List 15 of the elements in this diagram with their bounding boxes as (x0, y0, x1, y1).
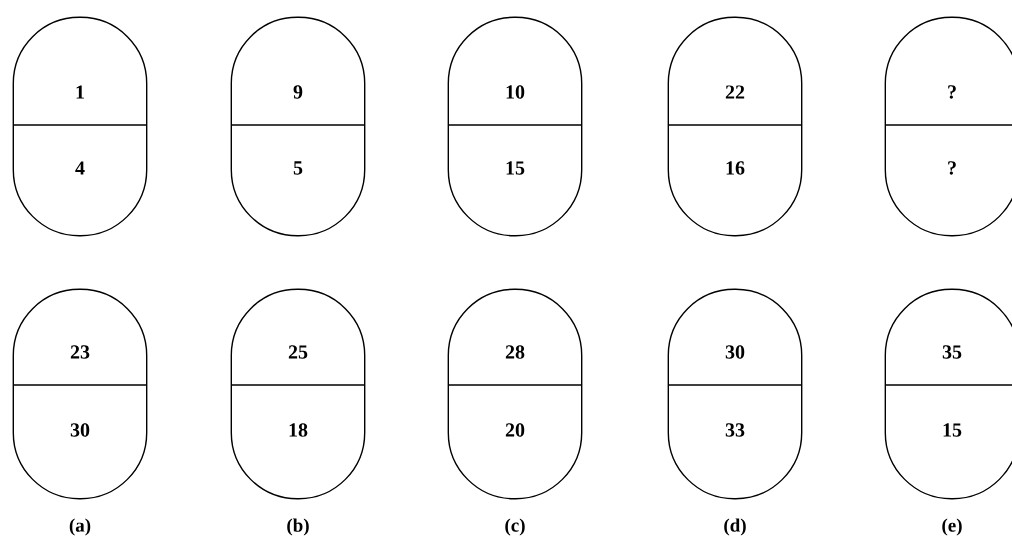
capsule: 23 30 (12, 288, 148, 500)
panel-label: (e) (942, 518, 962, 536)
capsule: 10 15 (447, 16, 583, 237)
capsule: 1 4 (12, 16, 148, 237)
panel-label: (b) (287, 518, 309, 536)
panel-label: (c) (505, 518, 525, 536)
capsule: 30 33 (667, 288, 803, 500)
capsule: 25 18 (230, 288, 366, 500)
capsule: ? ? (884, 16, 1012, 237)
panel-label: (d) (724, 518, 746, 536)
capsule: 9 5 (230, 16, 366, 237)
capsule: 22 16 (667, 16, 803, 237)
capsule: 35 15 (884, 288, 1012, 500)
capsule: 28 20 (447, 288, 583, 500)
panel-label: (a) (69, 518, 91, 536)
